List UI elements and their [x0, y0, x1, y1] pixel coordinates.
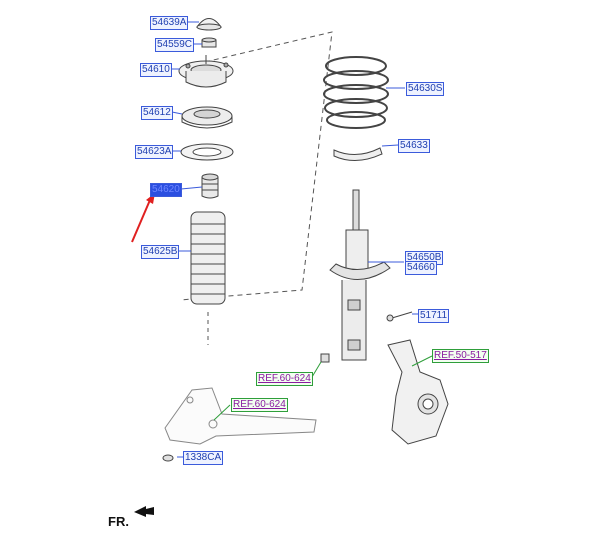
- bolt-part: [386, 311, 413, 322]
- lock-nut-part: [201, 37, 217, 48]
- spring-pad-part: [180, 143, 234, 161]
- front-direction-arrow-icon: [134, 506, 154, 517]
- part-label-54660[interactable]: 54660: [405, 261, 437, 275]
- strut-assembly-part: [329, 189, 391, 361]
- part-label-54630S[interactable]: 54630S: [406, 82, 445, 96]
- strut-insulator-part: [178, 55, 234, 88]
- strut-bearing-part: [181, 106, 233, 129]
- part-label-54625B[interactable]: 54625B: [141, 245, 180, 259]
- ref-leader-lines: [213, 355, 433, 421]
- part-label-54623A[interactable]: 54623A: [135, 145, 174, 159]
- steering-knuckle-part: [387, 339, 449, 445]
- part-label-54612[interactable]: 54612: [141, 106, 173, 120]
- part-label-51711[interactable]: 51711: [418, 309, 450, 323]
- coil-spring-part: [323, 56, 389, 129]
- lower-control-arm-part: [164, 387, 317, 445]
- part-label-54639A[interactable]: 54639A: [150, 16, 189, 30]
- ref-link-60-624-stabilizer[interactable]: REF.60-624: [256, 372, 313, 386]
- leader-lines: [171, 21, 418, 458]
- part-label-54559C[interactable]: 54559C: [155, 38, 195, 52]
- ref-link-60-624-arm[interactable]: REF.60-624: [231, 398, 288, 412]
- bumper-stopper-part: [201, 173, 219, 199]
- part-label-54633[interactable]: 54633: [398, 139, 430, 153]
- arm-bolt-part: [162, 454, 174, 462]
- stabilizer-link-nut-part: [320, 353, 330, 363]
- part-label-1338CA[interactable]: 1338CA: [183, 451, 224, 465]
- lower-spring-pad-part: [333, 147, 383, 161]
- ref-link-50-517[interactable]: REF.50-517: [432, 349, 489, 363]
- part-label-54610[interactable]: 54610: [140, 63, 172, 77]
- red-arrow-icon: [131, 193, 155, 243]
- assembly-boundary-line: [179, 31, 333, 301]
- dust-cap-part: [196, 18, 222, 31]
- front-direction-label: FR.: [108, 514, 129, 529]
- part-label-54620[interactable]: 54620: [150, 183, 182, 197]
- dust-cover-part: [190, 211, 226, 305]
